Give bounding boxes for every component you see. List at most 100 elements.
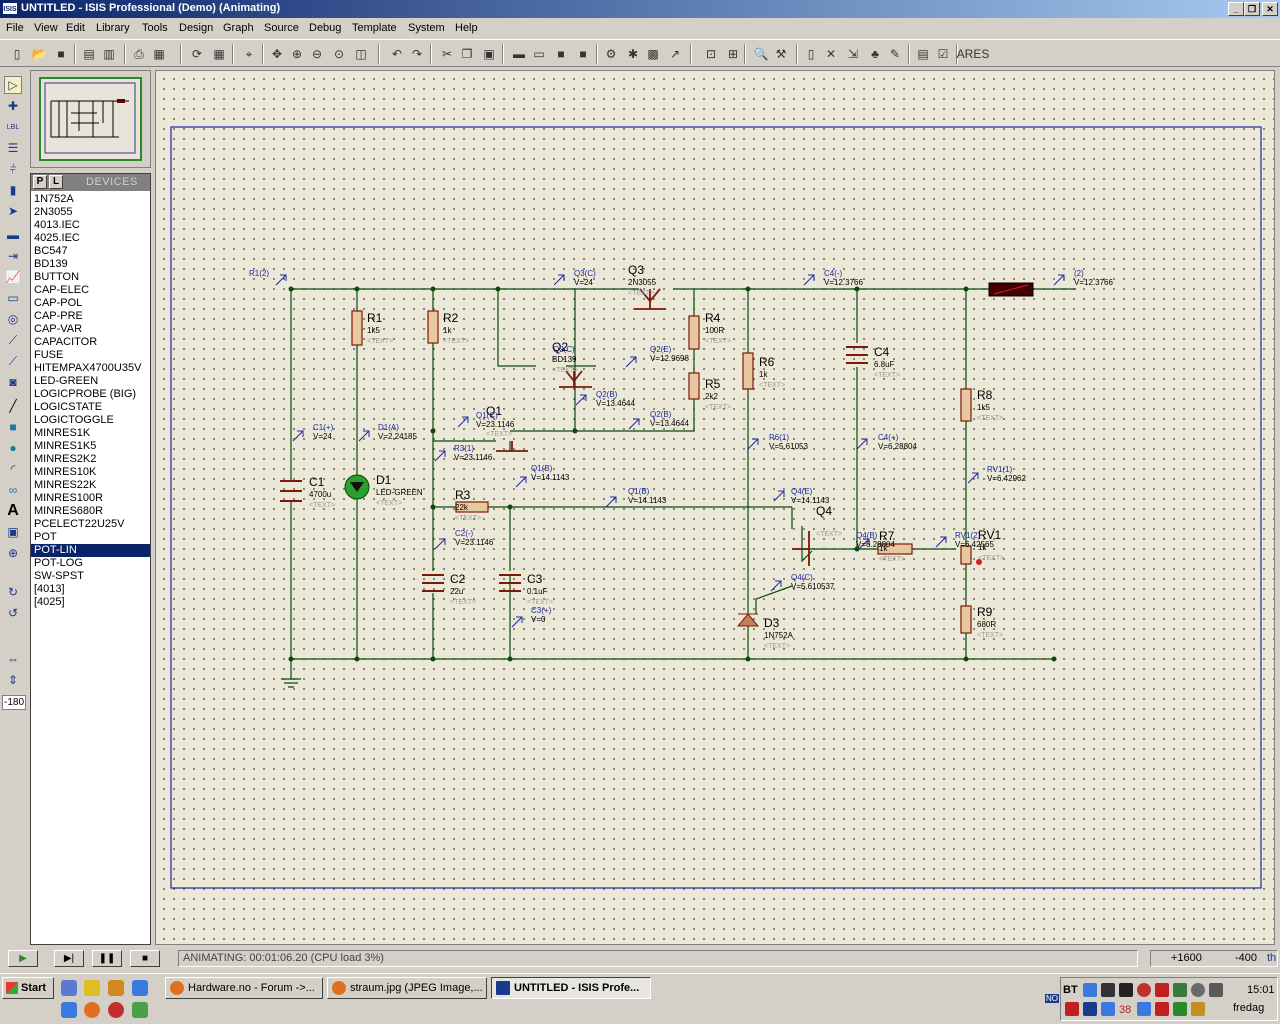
device-item[interactable]: POT-LOG	[34, 557, 83, 569]
mirror-x-icon[interactable]: ⇔	[7, 652, 19, 666]
tray-icon-12[interactable]	[1101, 1002, 1115, 1016]
path-tool-icon[interactable]: ∞	[8, 483, 18, 497]
device-item[interactable]: LOGICTOGGLE	[34, 414, 114, 426]
task-isis[interactable]: UNTITLED - ISIS Profe...	[491, 977, 651, 999]
rotate-cw-icon[interactable]: ↻	[7, 585, 19, 599]
origin-icon[interactable]: ⌖	[245, 46, 253, 61]
device-item[interactable]: BUTTON	[34, 271, 80, 283]
tray-icon-10[interactable]	[1065, 1002, 1079, 1016]
device-item[interactable]: [4025]	[34, 596, 65, 608]
export-icon[interactable]: ▥	[103, 47, 115, 61]
start-button[interactable]: Start	[2, 977, 54, 999]
device-item[interactable]: 2N3055	[34, 206, 73, 218]
device-item[interactable]: 4013.IEC	[34, 219, 80, 231]
media-icon[interactable]	[108, 1002, 124, 1018]
remove-sheet-icon[interactable]: ✕	[825, 47, 837, 61]
device-item[interactable]: MINRES10K	[34, 466, 97, 478]
app-tray-icon[interactable]	[1119, 983, 1133, 997]
ares-icon[interactable]: ARES	[956, 47, 990, 61]
minimize-button[interactable]: _	[1228, 2, 1244, 16]
menu-graph[interactable]: Graph	[223, 22, 254, 34]
media-player-icon[interactable]	[84, 980, 100, 996]
block-delete-icon[interactable]: ■	[579, 47, 587, 61]
goto-sheet-icon[interactable]: ⇲	[847, 47, 859, 61]
open-file-icon[interactable]: 📂	[31, 47, 47, 61]
device-item[interactable]: LOGICPROBE (BIG)	[34, 388, 137, 400]
messenger-icon[interactable]	[132, 1002, 148, 1018]
marker-tool-icon[interactable]: ⊕	[7, 546, 19, 560]
bom-icon[interactable]: ♣	[871, 47, 879, 61]
tape-mode-icon[interactable]: ▭	[7, 291, 19, 305]
menu-library[interactable]: Library	[96, 22, 130, 34]
tray-count[interactable]: 38	[1119, 1004, 1132, 1016]
search-tag-icon[interactable]: ⊞	[727, 47, 739, 61]
device-item[interactable]: CAP-ELEC	[34, 284, 90, 296]
netlist-icon[interactable]: ✎	[889, 47, 901, 61]
component-mode-icon[interactable]: ▷	[4, 76, 22, 94]
menu-template[interactable]: Template	[352, 22, 397, 34]
menu-tools[interactable]: Tools	[142, 22, 168, 34]
device-item[interactable]: MINRES1K5	[34, 440, 97, 452]
menu-source[interactable]: Source	[264, 22, 299, 34]
restore-button[interactable]: ❐	[1244, 2, 1260, 16]
block-move-icon[interactable]: ▭	[533, 47, 545, 61]
symbol-tool-icon[interactable]: ▣	[7, 525, 19, 539]
task-straum-jpg[interactable]: straum.jpg (JPEG Image,...	[327, 977, 487, 999]
cut-icon[interactable]: ✂	[441, 47, 453, 61]
pick-devices-button[interactable]: P	[33, 175, 47, 189]
electrical-check-icon[interactable]: ☑	[937, 47, 949, 61]
menu-help[interactable]: Help	[455, 22, 478, 34]
overview-thumbnail[interactable]	[39, 77, 142, 161]
device-item[interactable]: MINRES22K	[34, 479, 97, 491]
device-item[interactable]: BD139	[34, 258, 68, 270]
device-item[interactable]: HITEMPAX4700U35V	[34, 362, 142, 374]
device-item[interactable]: LED-GREEN	[34, 375, 99, 387]
bluetooth-label[interactable]: BT	[1063, 984, 1078, 996]
junction-mode-icon[interactable]: ✚	[7, 99, 19, 113]
device-item[interactable]: POT-LIN	[31, 544, 150, 557]
device-item[interactable]: MINRES680R	[34, 505, 104, 517]
step-button[interactable]: ▶|	[54, 950, 84, 967]
network-icon[interactable]	[1083, 983, 1097, 997]
text-tool-icon[interactable]: A	[7, 502, 19, 519]
zoom-out-icon[interactable]: ⊖	[311, 47, 323, 61]
circle-tool-icon[interactable]: ●	[9, 441, 17, 455]
arc-tool-icon[interactable]: ◜	[10, 462, 16, 476]
device-item[interactable]: [4013]	[34, 583, 65, 595]
close-button[interactable]: ✕	[1262, 2, 1278, 16]
play-button[interactable]: ▶	[8, 950, 38, 967]
tray-icon-7[interactable]	[1173, 983, 1187, 997]
device-item[interactable]: PCELECT22U25V	[34, 518, 125, 530]
search-icon[interactable]: 🔍	[753, 47, 769, 61]
decompose-icon[interactable]: ↗	[669, 47, 681, 61]
internet-explorer-icon[interactable]	[132, 980, 148, 996]
grid-icon[interactable]: ▦	[213, 47, 225, 61]
current-probe-icon[interactable]: ⟋	[8, 353, 18, 368]
virtual-instrument-icon[interactable]: ◙	[9, 375, 17, 389]
box-tool-icon[interactable]: ■	[9, 420, 17, 434]
language-indicator[interactable]: NO	[1045, 994, 1059, 1003]
copy-icon[interactable]: ❐	[461, 47, 473, 61]
block-rotate-icon[interactable]: ■	[557, 47, 565, 61]
device-item[interactable]: LOGICSTATE	[34, 401, 103, 413]
mirror-y-icon[interactable]: ⇕	[7, 673, 19, 687]
device-item[interactable]: CAP-VAR	[34, 323, 83, 335]
menu-file[interactable]: File	[6, 22, 24, 34]
device-item[interactable]: POT	[34, 531, 57, 543]
device-item[interactable]: CAP-PRE	[34, 310, 83, 322]
package-icon[interactable]: ▩	[647, 47, 659, 61]
audio-icon[interactable]	[1101, 983, 1115, 997]
menu-edit[interactable]: Edit	[66, 22, 85, 34]
rotation-field[interactable]: -180	[2, 695, 26, 710]
stop-button[interactable]: ■	[130, 950, 160, 967]
library-manager-button[interactable]: L	[49, 175, 63, 189]
device-item[interactable]: MINRES1K	[34, 427, 91, 439]
device-item[interactable]: FUSE	[34, 349, 64, 361]
property-tool-icon[interactable]: ⚒	[775, 47, 787, 61]
rotate-ccw-icon[interactable]: ↺	[7, 606, 19, 620]
voltage-probe-icon[interactable]: ⟋	[8, 332, 18, 347]
zoom-all-icon[interactable]: ⊙	[333, 47, 345, 61]
redo-icon[interactable]: ↷	[411, 47, 423, 61]
tray-icon-9[interactable]	[1209, 983, 1223, 997]
